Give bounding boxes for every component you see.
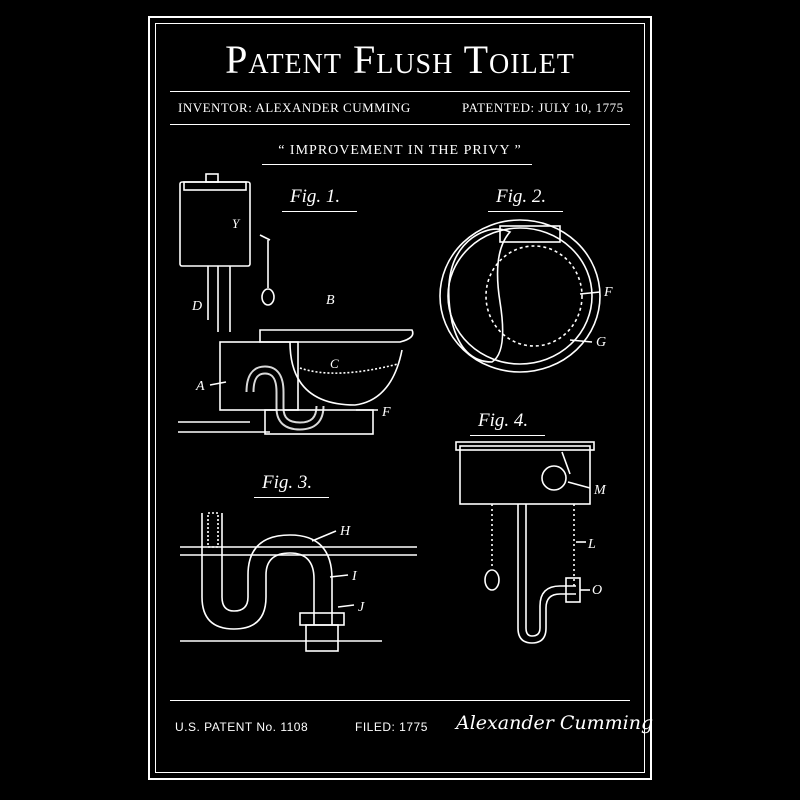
fig-2-underline (488, 211, 563, 212)
title-rule (170, 91, 630, 92)
fig-3-part-I: I (351, 569, 358, 584)
fig-1-part-C: C (330, 356, 339, 371)
footer-rule (170, 700, 630, 701)
subtitle-rule (262, 164, 532, 165)
subtitle-quote: “ IMPROVEMENT IN THE PRIVY ” (278, 143, 522, 158)
meta-rule (170, 124, 630, 125)
fig-1-part-Y: Y (232, 216, 241, 231)
fig-2-label: Fig. 2. (496, 186, 547, 207)
fig-4-label: Fig. 4. (478, 410, 529, 431)
fig-3-underline (254, 497, 329, 498)
fig-3-label: Fig. 3. (262, 472, 313, 493)
fig-1-part-F: F (381, 405, 391, 420)
patented-date-text: PATENTED: JULY 10, 1775 (462, 100, 624, 115)
patent-number: U.S. PATENT No. 1108 (175, 720, 309, 734)
inner-border (155, 23, 645, 773)
fig-3-part-J: J (358, 600, 365, 615)
fig-4-part-O: O (592, 583, 602, 598)
inventor-text: INVENTOR: ALEXANDER CUMMING (178, 100, 411, 115)
filed-year: FILED: 1775 (355, 720, 428, 734)
fig-2-part-F: F (603, 285, 613, 300)
fig-1-part-D: D (191, 299, 202, 314)
page-title: Patent Flush Toilet (225, 37, 575, 82)
inventor-signature: Alexander Cumming (456, 712, 654, 734)
fig-4-underline (470, 435, 545, 436)
fig-4-cistern-drawing: M L O (455, 441, 607, 644)
fig-1-part-B: B (326, 293, 335, 308)
fig-4-part-L: L (587, 537, 596, 552)
fig-3-part-H: H (339, 524, 351, 539)
fig-4-part-M: M (593, 483, 607, 498)
fig-1-label: Fig. 1. (290, 186, 341, 207)
fig-1-underline (282, 211, 357, 212)
fig-1-toilet-drawing: Y D B C A F (178, 173, 414, 435)
fig-2-part-G: G (596, 335, 606, 350)
fig-1-part-A: A (195, 379, 205, 394)
fig-2-bowl-top-drawing: F G (439, 219, 613, 373)
outer-border (148, 16, 652, 780)
fig-3-s-trap-drawing: H I J (180, 512, 417, 652)
